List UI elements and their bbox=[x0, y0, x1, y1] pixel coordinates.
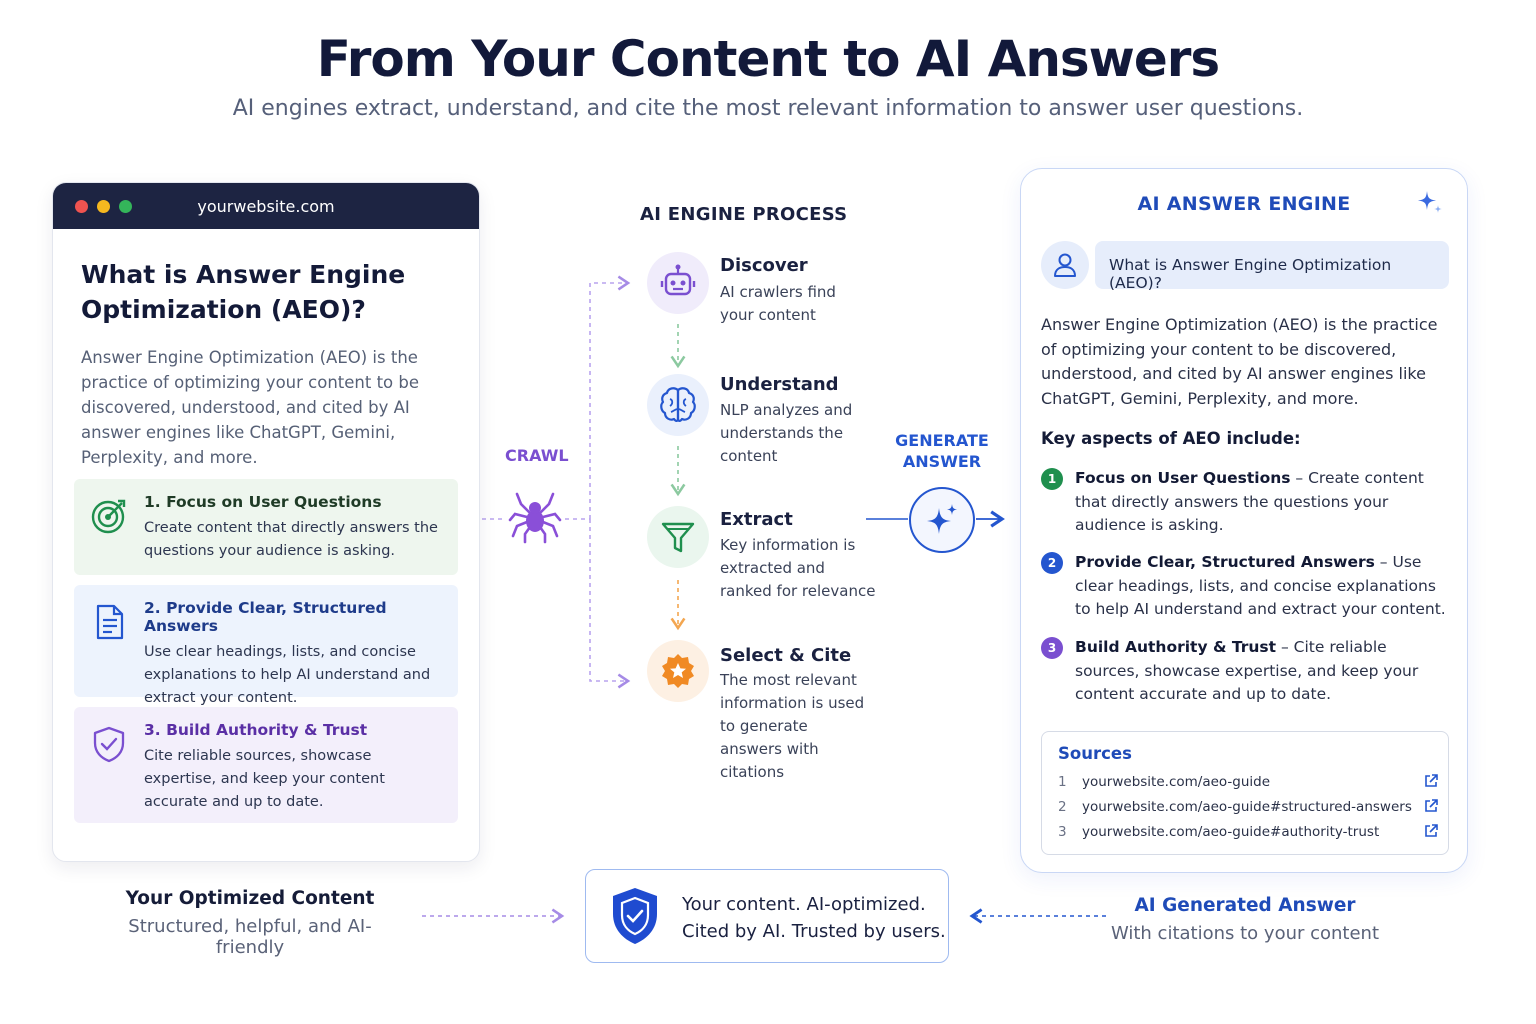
aspect-item: 2 Provide Clear, Structured Answers – Us… bbox=[1041, 551, 1451, 622]
aspect-text: – Create content that directly answers t… bbox=[1075, 469, 1424, 534]
maximize-window-dot bbox=[119, 199, 132, 213]
feature-title: 1. Focus on User Questions bbox=[144, 493, 382, 511]
understand-step-icon bbox=[647, 374, 709, 436]
document-icon bbox=[96, 604, 124, 640]
aspect-item: 3 Build Authority & Trust – Cite reliabl… bbox=[1041, 636, 1451, 707]
optimized-content-subtitle: Structured, helpful, and AI-friendly bbox=[128, 916, 372, 958]
website-preview-card: yourwebsite.com What is Answer Engine Op… bbox=[52, 182, 480, 862]
avatar bbox=[1041, 241, 1089, 289]
browser-url: yourwebsite.com bbox=[197, 197, 335, 216]
generated-answer-title: AI Generated Answer bbox=[1134, 895, 1356, 916]
sparkle-icon bbox=[927, 504, 957, 534]
source-url[interactable]: yourwebsite.com/aeo-guide#authority-trus… bbox=[1082, 824, 1380, 840]
robot-icon bbox=[660, 264, 696, 296]
source-number: 1 bbox=[1058, 774, 1067, 790]
select-cite-step-icon bbox=[647, 640, 709, 702]
step-desc-discover: AI crawlers find your content bbox=[720, 283, 836, 324]
step-title-understand: Understand bbox=[720, 374, 839, 395]
source-url[interactable]: yourwebsite.com/aeo-guide bbox=[1082, 774, 1271, 790]
aspect-item: 1 Focus on User Questions – Create conte… bbox=[1041, 467, 1451, 538]
step-title-discover: Discover bbox=[720, 255, 808, 276]
ai-answer-engine-panel: AI ANSWER ENGINE What is Answer Engine O… bbox=[1020, 168, 1468, 873]
feature-card-authority-trust: 3. Build Authority & Trust Cite reliable… bbox=[74, 707, 458, 823]
article-intro: Answer Engine Optimization (AEO) is the … bbox=[81, 348, 420, 467]
funnel-icon bbox=[661, 522, 695, 553]
spider-icon bbox=[508, 492, 562, 544]
brain-icon bbox=[660, 387, 696, 422]
feature-card-user-questions: 1. Focus on User Questions Create conten… bbox=[74, 479, 458, 575]
external-link-icon[interactable] bbox=[1424, 774, 1438, 788]
aspect-title: Build Authority & Trust bbox=[1075, 638, 1277, 656]
sources-box: Sources 1 yourwebsite.com/aeo-guide 2 your… bbox=[1041, 731, 1449, 855]
engine-title: AI ANSWER ENGINE bbox=[1137, 193, 1351, 215]
source-url[interactable]: yourwebsite.com/aeo-guide#structured-ans… bbox=[1082, 799, 1412, 815]
discover-step-icon bbox=[647, 252, 709, 314]
aspect-title: Provide Clear, Structured Answers bbox=[1075, 553, 1375, 571]
step-desc-select-cite: The most relevant information is used to… bbox=[720, 671, 865, 781]
extract-step-icon bbox=[647, 506, 709, 568]
key-aspects-title: Key aspects of AEO include: bbox=[1041, 429, 1301, 448]
target-icon bbox=[91, 499, 126, 534]
source-link[interactable]: 2 yourwebsite.com/aeo-guide#structured-an… bbox=[1058, 799, 1438, 815]
shield-check-icon bbox=[613, 888, 657, 944]
page-subtitle: AI engines extract, understand, and cite… bbox=[232, 96, 1304, 121]
trust-summary-box: Your content. AI-optimized. Cited by AI.… bbox=[585, 869, 949, 963]
source-number: 2 bbox=[1058, 799, 1067, 815]
aspect-number: 2 bbox=[1041, 552, 1063, 574]
star-badge-icon bbox=[662, 654, 694, 688]
trust-summary-line2: Cited by AI. Trusted by users. bbox=[682, 921, 946, 942]
generate-answer-label: GENERATE ANSWER bbox=[895, 431, 989, 471]
browser-bar: yourwebsite.com bbox=[53, 183, 479, 229]
aspect-title: Focus on User Questions bbox=[1075, 469, 1291, 487]
user-icon bbox=[1054, 253, 1076, 277]
feature-card-structured-answers: 2. Provide Clear, Structured Answers Use… bbox=[74, 585, 458, 706]
shield-check-icon bbox=[93, 726, 125, 763]
optimized-content-title: Your Optimized Content bbox=[125, 888, 375, 909]
source-number: 3 bbox=[1058, 824, 1067, 840]
aspect-number: 3 bbox=[1041, 637, 1063, 659]
crawl-label: CRAWL bbox=[505, 446, 569, 465]
minimize-window-dot bbox=[97, 199, 110, 213]
sources-title: Sources bbox=[1058, 744, 1132, 763]
generated-answer-subtitle: With citations to your content bbox=[1110, 923, 1380, 944]
article-heading: What is Answer Engine Optimization (AEO)… bbox=[81, 260, 406, 324]
generate-answer-badge bbox=[909, 487, 975, 553]
answer-text: Answer Engine Optimization (AEO) is the … bbox=[1041, 315, 1438, 408]
source-link[interactable]: 1 yourwebsite.com/aeo-guide bbox=[1058, 774, 1438, 790]
aspect-number: 1 bbox=[1041, 468, 1063, 490]
source-link[interactable]: 3 yourwebsite.com/aeo-guide#authority-tru… bbox=[1058, 824, 1438, 840]
step-desc-extract: Key information is extracted and ranked … bbox=[720, 536, 876, 600]
user-question-bubble: What is Answer Engine Optimization (AEO)… bbox=[1095, 241, 1449, 292]
feature-desc: Use clear headings, lists, and concise e… bbox=[144, 644, 431, 706]
aspect-text: – Use clear headings, lists, and concise… bbox=[1075, 553, 1446, 618]
feature-desc: Cite reliable sources, showcase expertis… bbox=[144, 748, 385, 810]
step-desc-understand: NLP analyzes and understands the content bbox=[720, 401, 853, 465]
feature-title: 2. Provide Clear, Structured Answers bbox=[144, 599, 387, 635]
step-title-select-cite: Select & Cite bbox=[720, 645, 852, 666]
page-title: From Your Content to AI Answers bbox=[316, 30, 1220, 88]
feature-desc: Create content that directly answers the… bbox=[144, 520, 438, 559]
close-window-dot bbox=[75, 199, 88, 213]
step-title-extract: Extract bbox=[720, 509, 793, 530]
feature-title: 3. Build Authority & Trust bbox=[144, 721, 368, 739]
sparkle-icon bbox=[1418, 191, 1442, 213]
external-link-icon[interactable] bbox=[1424, 799, 1438, 813]
trust-summary-line1: Your content. AI-optimized. bbox=[682, 894, 926, 915]
process-title: AI ENGINE PROCESS bbox=[640, 204, 848, 225]
aspect-text: – Cite reliable sources, showcase expert… bbox=[1075, 638, 1419, 703]
external-link-icon[interactable] bbox=[1424, 824, 1438, 838]
